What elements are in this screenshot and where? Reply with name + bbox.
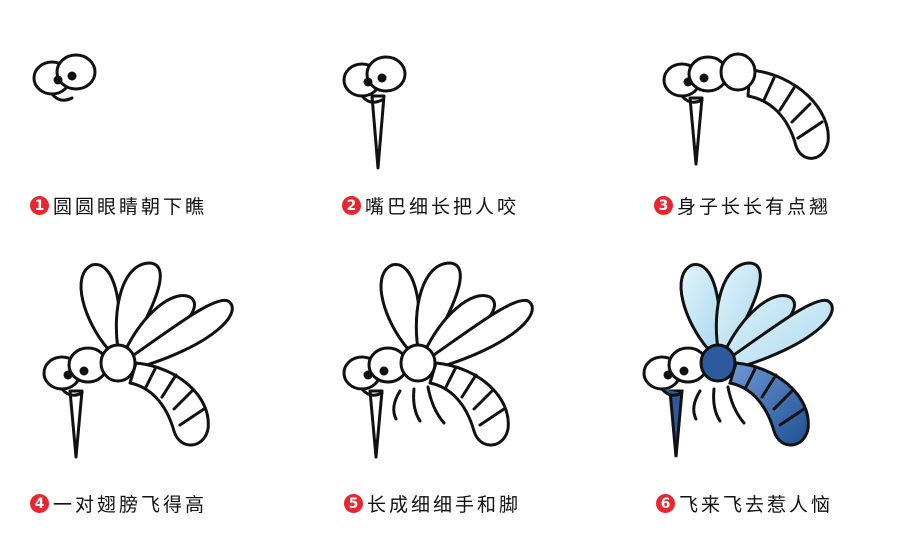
step-4-number-badge: 4 <box>30 494 49 513</box>
step-2-caption: 2 嘴巴细长把人咬 <box>342 192 519 219</box>
step-5-number-badge: 5 <box>344 494 363 513</box>
mosquito-step-3-drawing <box>662 52 830 166</box>
mosquito-step-2-drawing <box>342 55 407 170</box>
mosquito-step-5-drawing <box>342 261 534 459</box>
step-3-text: 身子长长有点翘 <box>677 196 832 218</box>
step-6-caption: 6 飞来飞去惹人恼 <box>656 490 833 517</box>
step-1-text: 圆圆眼睛朝下瞧 <box>53 196 208 218</box>
step-2-panel: 2 嘴巴细长把人咬 <box>300 0 600 279</box>
step-2-number-badge: 2 <box>342 196 361 215</box>
mosquito-step-1-drawing <box>32 53 97 102</box>
step-6-panel: 6 飞来飞去惹人恼 <box>600 261 900 558</box>
mosquito-step-6-drawing <box>642 261 834 458</box>
step-6-number-badge: 6 <box>656 494 675 513</box>
step-1-panel: 1 圆圆眼睛朝下瞧 <box>0 0 300 279</box>
step-3-number-badge: 3 <box>654 196 673 215</box>
step-5-caption: 5 长成细细手和脚 <box>344 490 521 517</box>
step-5-text: 长成细细手和脚 <box>367 494 522 516</box>
mosquito-step-4-drawing <box>42 261 234 459</box>
step-4-caption: 4 一对翅膀飞得高 <box>30 490 207 517</box>
step-4-panel: 4 一对翅膀飞得高 <box>0 261 300 558</box>
step-3-panel: 3 身子长长有点翘 <box>600 0 900 279</box>
step-1-caption: 1 圆圆眼睛朝下瞧 <box>30 192 207 219</box>
step-2-text: 嘴巴细长把人咬 <box>365 196 520 218</box>
step-6-text: 飞来飞去惹人恼 <box>679 494 834 516</box>
step-4-text: 一对翅膀飞得高 <box>53 494 208 516</box>
step-1-number-badge: 1 <box>30 196 49 215</box>
step-5-panel: 5 长成细细手和脚 <box>300 261 600 558</box>
step-3-caption: 3 身子长长有点翘 <box>654 192 831 219</box>
